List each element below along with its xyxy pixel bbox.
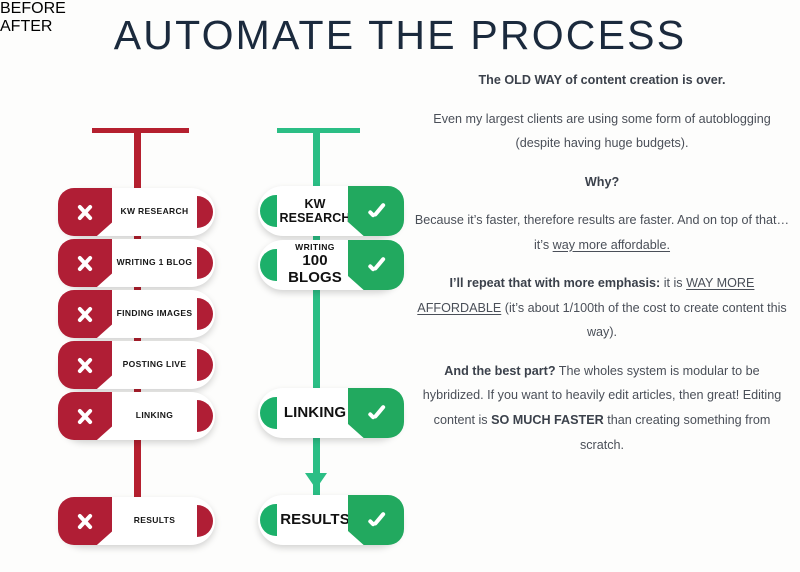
paragraph-why: Why?: [584, 174, 620, 189]
after-arrowhead-icon: [305, 473, 327, 489]
best-part-bold: And the best part?: [444, 363, 556, 378]
cross-icon: [58, 341, 112, 389]
before-step-3[interactable]: FINDING IMAGES: [58, 290, 215, 338]
pill-cap-left: [260, 504, 277, 536]
check-icon: [348, 186, 404, 236]
paragraph-lead: The OLD WAY of content creation is over.: [478, 73, 726, 87]
cross-icon: [58, 392, 112, 440]
before-step-2-label: WRITING 1 BLOG: [116, 257, 193, 268]
before-step-results[interactable]: RESULTS: [58, 497, 215, 545]
page-title: AUTOMATE THE PROCESS: [113, 12, 687, 58]
pill-cap-right: [197, 196, 213, 228]
before-step-5[interactable]: LINKING: [58, 392, 215, 440]
way-more-affordable-underline: WAY MORE AFFORDABLE: [417, 276, 755, 315]
after-step-3-line1: LINKING: [283, 403, 347, 421]
after-step-1[interactable]: KW RESEARCH: [258, 186, 404, 236]
pill-cap-left: [260, 397, 277, 429]
after-step-2-line2: 100 BLOGS: [288, 251, 342, 286]
best-part-mid: The wholes system is modular to be hybri…: [422, 363, 782, 428]
after-step-1-label: KW RESEARCH: [279, 186, 351, 236]
paragraph-clients: Even my largest clients are using some f…: [433, 111, 771, 151]
affordable-underline: way more affordable.: [552, 237, 671, 252]
repeat-tail: (it’s about 1/100th of the cost to creat…: [501, 300, 787, 340]
column-heading-after: AFTER: [0, 18, 53, 35]
after-step-2-label: WRITING 100 BLOGS: [280, 240, 350, 290]
pill-cap-right: [197, 247, 213, 279]
best-part-tail: than creating something from scratch.: [579, 413, 771, 452]
after-step-2[interactable]: WRITING 100 BLOGS: [258, 240, 404, 290]
cross-icon: [58, 188, 112, 236]
column-heading-before: BEFORE: [0, 0, 66, 17]
after-step-1-line1: KW: [304, 197, 326, 211]
after-step-1-line2: RESEARCH: [279, 211, 351, 225]
before-step-results-label: RESULTS: [133, 515, 176, 526]
pill-cap-left: [260, 249, 277, 281]
check-icon: [348, 240, 404, 290]
before-step-3-label: FINDING IMAGES: [116, 308, 193, 319]
after-stem-line: [313, 128, 320, 496]
before-step-2[interactable]: WRITING 1 BLOG: [58, 239, 215, 287]
repeat-mid: it is: [660, 276, 687, 291]
paragraph-faster: Because it’s faster, therefore results a…: [413, 208, 791, 257]
faster-text: Because it’s faster, therefore results a…: [414, 213, 790, 252]
after-step-2-line1: WRITING: [295, 242, 335, 253]
so-much-faster-bold: SO MUCH FASTER: [491, 413, 604, 428]
pill-cap-right: [197, 298, 213, 330]
before-step-4-label: POSTING LIVE: [122, 359, 187, 370]
after-step-results-label: RESULTS: [280, 495, 350, 545]
description-panel: The OLD WAY of content creation is over.…: [413, 68, 791, 471]
before-step-1-label: KW RESEARCH: [120, 206, 189, 217]
cross-icon: [58, 239, 112, 287]
after-step-results-line1: RESULTS: [280, 510, 350, 528]
pill-cap-right: [197, 349, 213, 381]
check-icon: [348, 495, 404, 545]
paragraph-repeat: I’ll repeat that with more emphasis: it …: [413, 271, 791, 345]
check-icon: [348, 388, 404, 438]
after-step-3-label: LINKING: [280, 388, 350, 438]
repeat-bold: I’ll repeat that with more emphasis:: [449, 276, 661, 291]
after-step-results[interactable]: RESULTS: [258, 495, 404, 545]
before-step-1[interactable]: KW RESEARCH: [58, 188, 215, 236]
pill-cap-left: [260, 195, 277, 227]
pill-cap-right: [197, 400, 213, 432]
before-step-4[interactable]: POSTING LIVE: [58, 341, 215, 389]
after-step-3[interactable]: LINKING: [258, 388, 404, 438]
paragraph-best-part: And the best part? The wholes system is …: [413, 359, 791, 457]
before-step-5-label: LINKING: [135, 410, 174, 421]
cross-icon: [58, 290, 112, 338]
pill-cap-right: [197, 505, 213, 537]
cross-icon: [58, 497, 112, 545]
